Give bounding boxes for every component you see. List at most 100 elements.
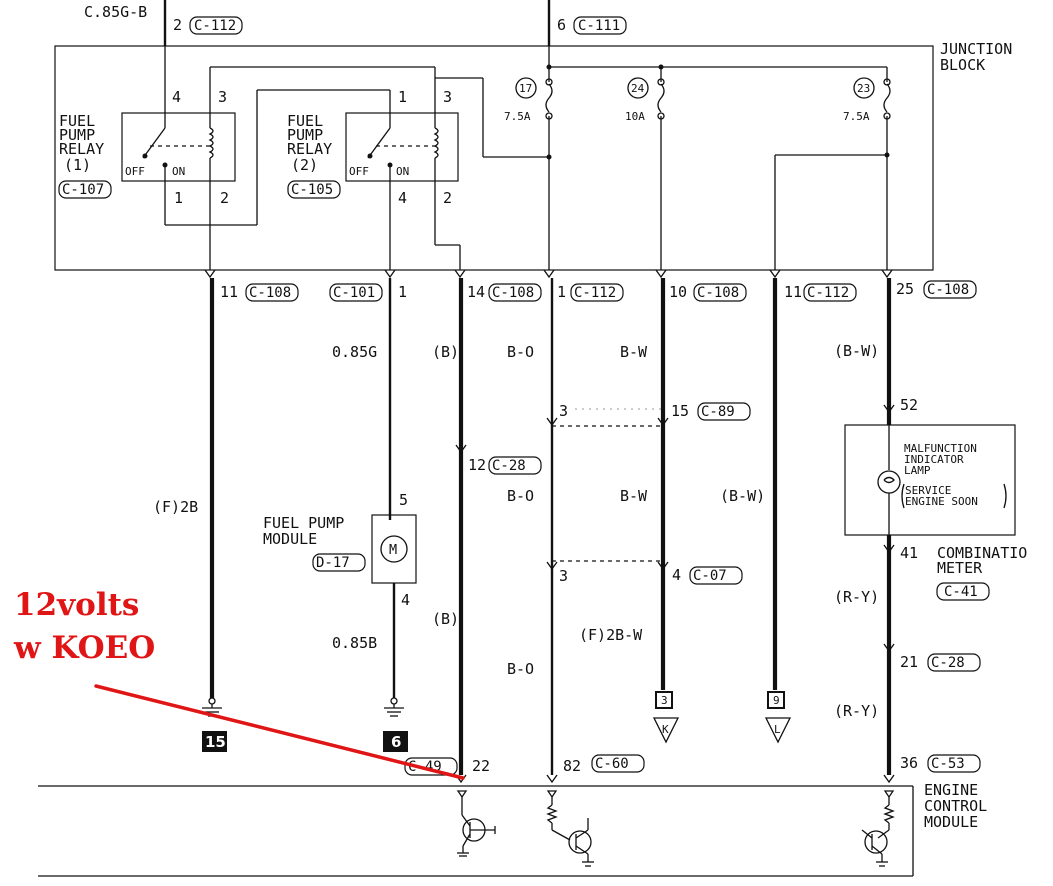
ref-l-box xyxy=(767,691,785,709)
relay-1-label-1: FUEL xyxy=(59,112,95,130)
wire-6-color: (B-W) xyxy=(720,487,765,505)
wire-ecm-22: (B) 12 C-28 (B) xyxy=(432,278,542,775)
relay-1-label-3: RELAY xyxy=(59,140,104,158)
relay-1-pin-1: 1 xyxy=(174,189,183,207)
jb-connectors: 11 C-108 C-101 1 14 C-108 1 C-112 10 C-1… xyxy=(204,269,977,302)
top-left-pin: 2 xyxy=(173,16,182,34)
jb-pin-10: 10 xyxy=(669,283,687,301)
fuse-24-number: 24 xyxy=(631,82,645,95)
fpm-label-1: FUEL PUMP xyxy=(263,514,344,532)
mil-line-3: LAMP xyxy=(904,464,931,477)
ecm-label-1: ENGINE xyxy=(924,781,978,799)
wire-3-top-color: (B) xyxy=(432,343,459,361)
fuel-pump-relay-1: FUEL PUMP RELAY (1) C-107 4 3 1 2 OFF ON xyxy=(58,46,435,270)
relay-2-pin-4: 4 xyxy=(398,189,407,207)
relay-1-label-2: PUMP xyxy=(59,126,95,144)
splice-c07-conn: C-07 xyxy=(693,568,727,584)
splice-c07-right-pin: 4 xyxy=(672,566,681,584)
ecm-conn-c53: C-53 xyxy=(931,756,965,772)
meter-label-1: COMBINATIO xyxy=(937,544,1027,562)
ground-6-label: 6 xyxy=(391,733,401,751)
ecm-pin-36: 36 xyxy=(900,754,918,772)
relay-2-label-2: PUMP xyxy=(287,126,323,144)
wire-7-top-color: (B-W) xyxy=(834,342,879,360)
wire-2-top-color: 0.85G xyxy=(332,343,377,361)
engine-control-module: ENGINE CONTROL MODULE C-49 22 82 C-60 36… xyxy=(38,754,987,877)
relay-2-label-1: FUEL xyxy=(287,112,323,130)
jb-pin-11b: 11 xyxy=(784,283,802,301)
transistor-icon xyxy=(861,790,895,867)
jb-conn-c108c: C-108 xyxy=(697,285,739,301)
jb-pin-1a: 1 xyxy=(398,283,407,301)
ecm-pin-82: 82 xyxy=(563,757,581,775)
wire-4-top-color: B-O xyxy=(507,343,534,361)
top-left-conn: C-112 xyxy=(194,18,236,34)
splice-c07-left-pin: 3 xyxy=(559,567,568,585)
wire-2-bottom-color: 0.85B xyxy=(332,634,377,652)
junction-block xyxy=(54,45,934,271)
wire-ecm-82: B-O 3 B-O 3 B-O xyxy=(507,278,568,775)
annotation-line-1: 12volts xyxy=(14,587,139,623)
wire-5-mid-color: B-W xyxy=(620,487,648,505)
top-wire-color: C.85G-B xyxy=(84,3,147,21)
relay-1-label-4: (1) xyxy=(64,156,91,174)
wire-5-top-color: B-W xyxy=(620,343,648,361)
relay-2-label-3: RELAY xyxy=(287,140,332,158)
relay-1-conn: C-107 xyxy=(62,182,104,198)
mil-c28-conn: C-28 xyxy=(931,655,965,671)
relay-2-on: ON xyxy=(396,165,409,178)
c28-pin-12: 12 xyxy=(468,456,486,474)
top-right-pin: 6 xyxy=(557,16,566,34)
mil-line-5: ENGINE SOON xyxy=(905,495,978,508)
mil-c28-pin: 21 xyxy=(900,653,918,671)
transistor-icon xyxy=(546,790,594,867)
jb-conn-c108b: C-108 xyxy=(492,285,534,301)
fuse-23-number: 23 xyxy=(857,82,870,95)
mil-line-4: SERVICE xyxy=(905,484,951,497)
jb-pin-14: 14 xyxy=(467,283,485,301)
relay-1-pin-2: 2 xyxy=(220,189,229,207)
splice-c89-right-pin: 15 xyxy=(671,402,689,420)
jb-conn-c101: C-101 xyxy=(333,285,375,301)
relay-1-pin-3: 3 xyxy=(218,88,227,106)
splice-c89-left-pin: 3 xyxy=(559,402,568,420)
splice-c89-conn: C-89 xyxy=(701,404,735,420)
mil-pin-bottom: 41 xyxy=(900,544,918,562)
jb-pin-11a: 11 xyxy=(220,283,238,301)
relay-2-off: OFF xyxy=(349,165,369,178)
mil-line-1: MALFUNCTION xyxy=(904,442,977,455)
fpm-pin-bottom: 4 xyxy=(401,591,410,609)
transistor-icon xyxy=(456,790,496,857)
ecm-label-3: MODULE xyxy=(924,813,978,831)
annotation-arrow xyxy=(94,684,465,780)
fpm-conn: D-17 xyxy=(316,555,350,571)
jb-label-1: JUNCTION xyxy=(940,40,1012,58)
jb-conn-c108d: C-108 xyxy=(927,282,969,298)
jb-pin-1b: 1 xyxy=(557,283,566,301)
ground-6-badge xyxy=(383,731,408,752)
conn-box xyxy=(287,180,341,199)
fuse-24-rating: 10A xyxy=(625,110,645,123)
fuse-17-rating: 7.5A xyxy=(504,110,531,123)
ref-k-letter: K xyxy=(662,723,669,736)
wire-ref-k: B-W 15 C-89 B-W 4 C-07 (F)2B-W 3 K xyxy=(579,278,751,744)
fuse-17-number: 17 xyxy=(519,82,532,95)
wire-4-mid-color: B-O xyxy=(507,487,534,505)
relay-2-label-4: (2) xyxy=(291,156,318,174)
fpm-pin-top: 5 xyxy=(399,491,408,509)
mil-pin-top: 52 xyxy=(900,396,918,414)
c28-conn-a: C-28 xyxy=(492,458,526,474)
relay-2-box xyxy=(345,112,459,182)
relay-2-pin-3: 3 xyxy=(443,88,452,106)
meter-conn: C-41 xyxy=(944,584,978,600)
relay-2-pin-1: 1 xyxy=(398,88,407,106)
annotation-line-2: w KOEO xyxy=(13,630,155,666)
mil-line-2: INDICATOR xyxy=(904,453,964,466)
jb-conn-c112b: C-112 xyxy=(807,285,849,301)
relay-2-conn: C-105 xyxy=(291,182,333,198)
jb-conn-c112a: C-112 xyxy=(574,285,616,301)
ref-k-box xyxy=(655,691,673,709)
voltage-annotation: 12volts w KOEO xyxy=(13,587,465,780)
mil-box xyxy=(844,424,1016,536)
wire-1-color: (F)2B xyxy=(153,498,198,516)
